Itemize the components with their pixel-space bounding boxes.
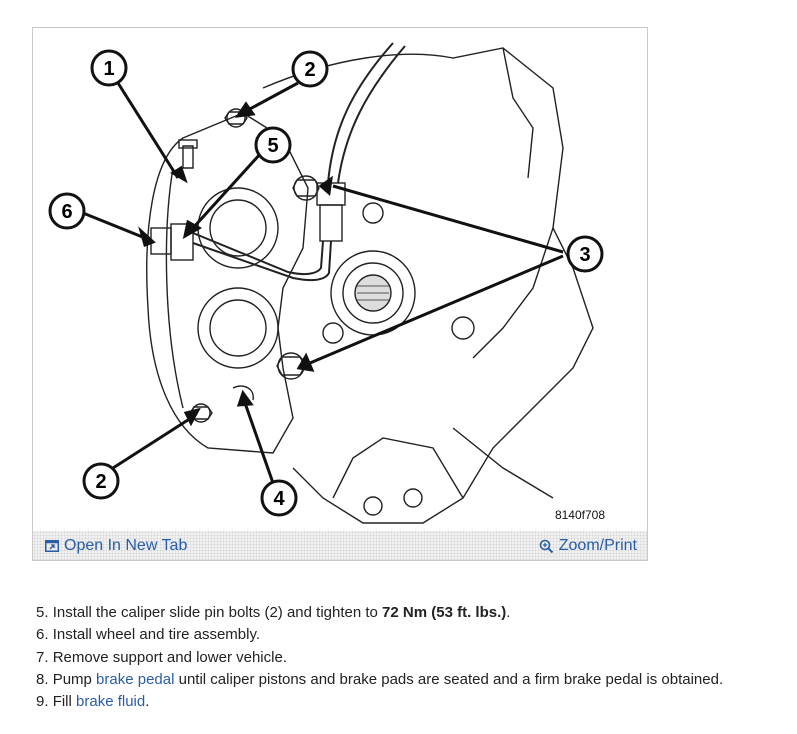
callout-3: 3 (579, 244, 590, 266)
step-9: 9. Fill brake fluid. (36, 691, 723, 713)
open-in-new-tab-icon (45, 540, 59, 552)
brake-caliper-diagram: 1 2 5 6 3 2 4 (48, 42, 604, 524)
figure-panel: 1 2 5 6 3 2 4 8140f708 Open In New Tab (32, 27, 648, 561)
step-number: 6. (36, 626, 49, 644)
open-in-new-tab-link[interactable]: Open In New Tab (45, 537, 187, 555)
callout-4: 4 (273, 488, 285, 510)
step-text: Pump (52, 670, 97, 688)
step-text-end: until caliper pistons and brake pads are… (174, 670, 724, 688)
magnifier-icon (539, 539, 553, 553)
step-number: 9. (36, 693, 49, 711)
callout-5: 5 (267, 135, 278, 157)
instruction-steps: 5. Install the caliper slide pin bolts (… (36, 602, 723, 713)
step-text: Fill (52, 693, 77, 711)
step-7: 7. Remove support and lower vehicle. (36, 647, 723, 669)
zoom-print-link[interactable]: Zoom/Print (539, 537, 637, 555)
step-text: Install wheel and tire assembly. (52, 626, 261, 644)
step-text: Remove support and lower vehicle. (52, 648, 287, 666)
callout-1: 1 (103, 58, 114, 80)
open-in-new-tab-label: Open In New Tab (64, 537, 188, 554)
figure-code: 8140f708 (554, 508, 605, 522)
step-6: 6. Install wheel and tire assembly. (36, 624, 723, 646)
step-8: 8. Pump brake pedal until caliper piston… (36, 669, 723, 691)
callout-6: 6 (61, 201, 72, 223)
brake-pedal-link[interactable]: brake pedal (96, 670, 175, 688)
step-number: 7. (36, 648, 49, 666)
zoom-print-label: Zoom/Print (558, 537, 637, 554)
step-5: 5. Install the caliper slide pin bolts (… (36, 602, 723, 624)
step-text-end: . (145, 693, 150, 711)
step-number: 5. (36, 604, 49, 621)
callout-2-bottom: 2 (95, 471, 106, 493)
callout-2-top: 2 (304, 59, 315, 81)
step-text-end: . (506, 604, 511, 621)
step-text: Install the caliper slide pin bolts (2) … (52, 604, 383, 621)
figure-toolbar: Open In New Tab Zoom/Print (33, 531, 647, 560)
torque-value: 72 Nm (53 ft. lbs.) (382, 604, 507, 621)
step-number: 8. (36, 670, 49, 688)
brake-fluid-link[interactable]: brake fluid (76, 693, 146, 711)
